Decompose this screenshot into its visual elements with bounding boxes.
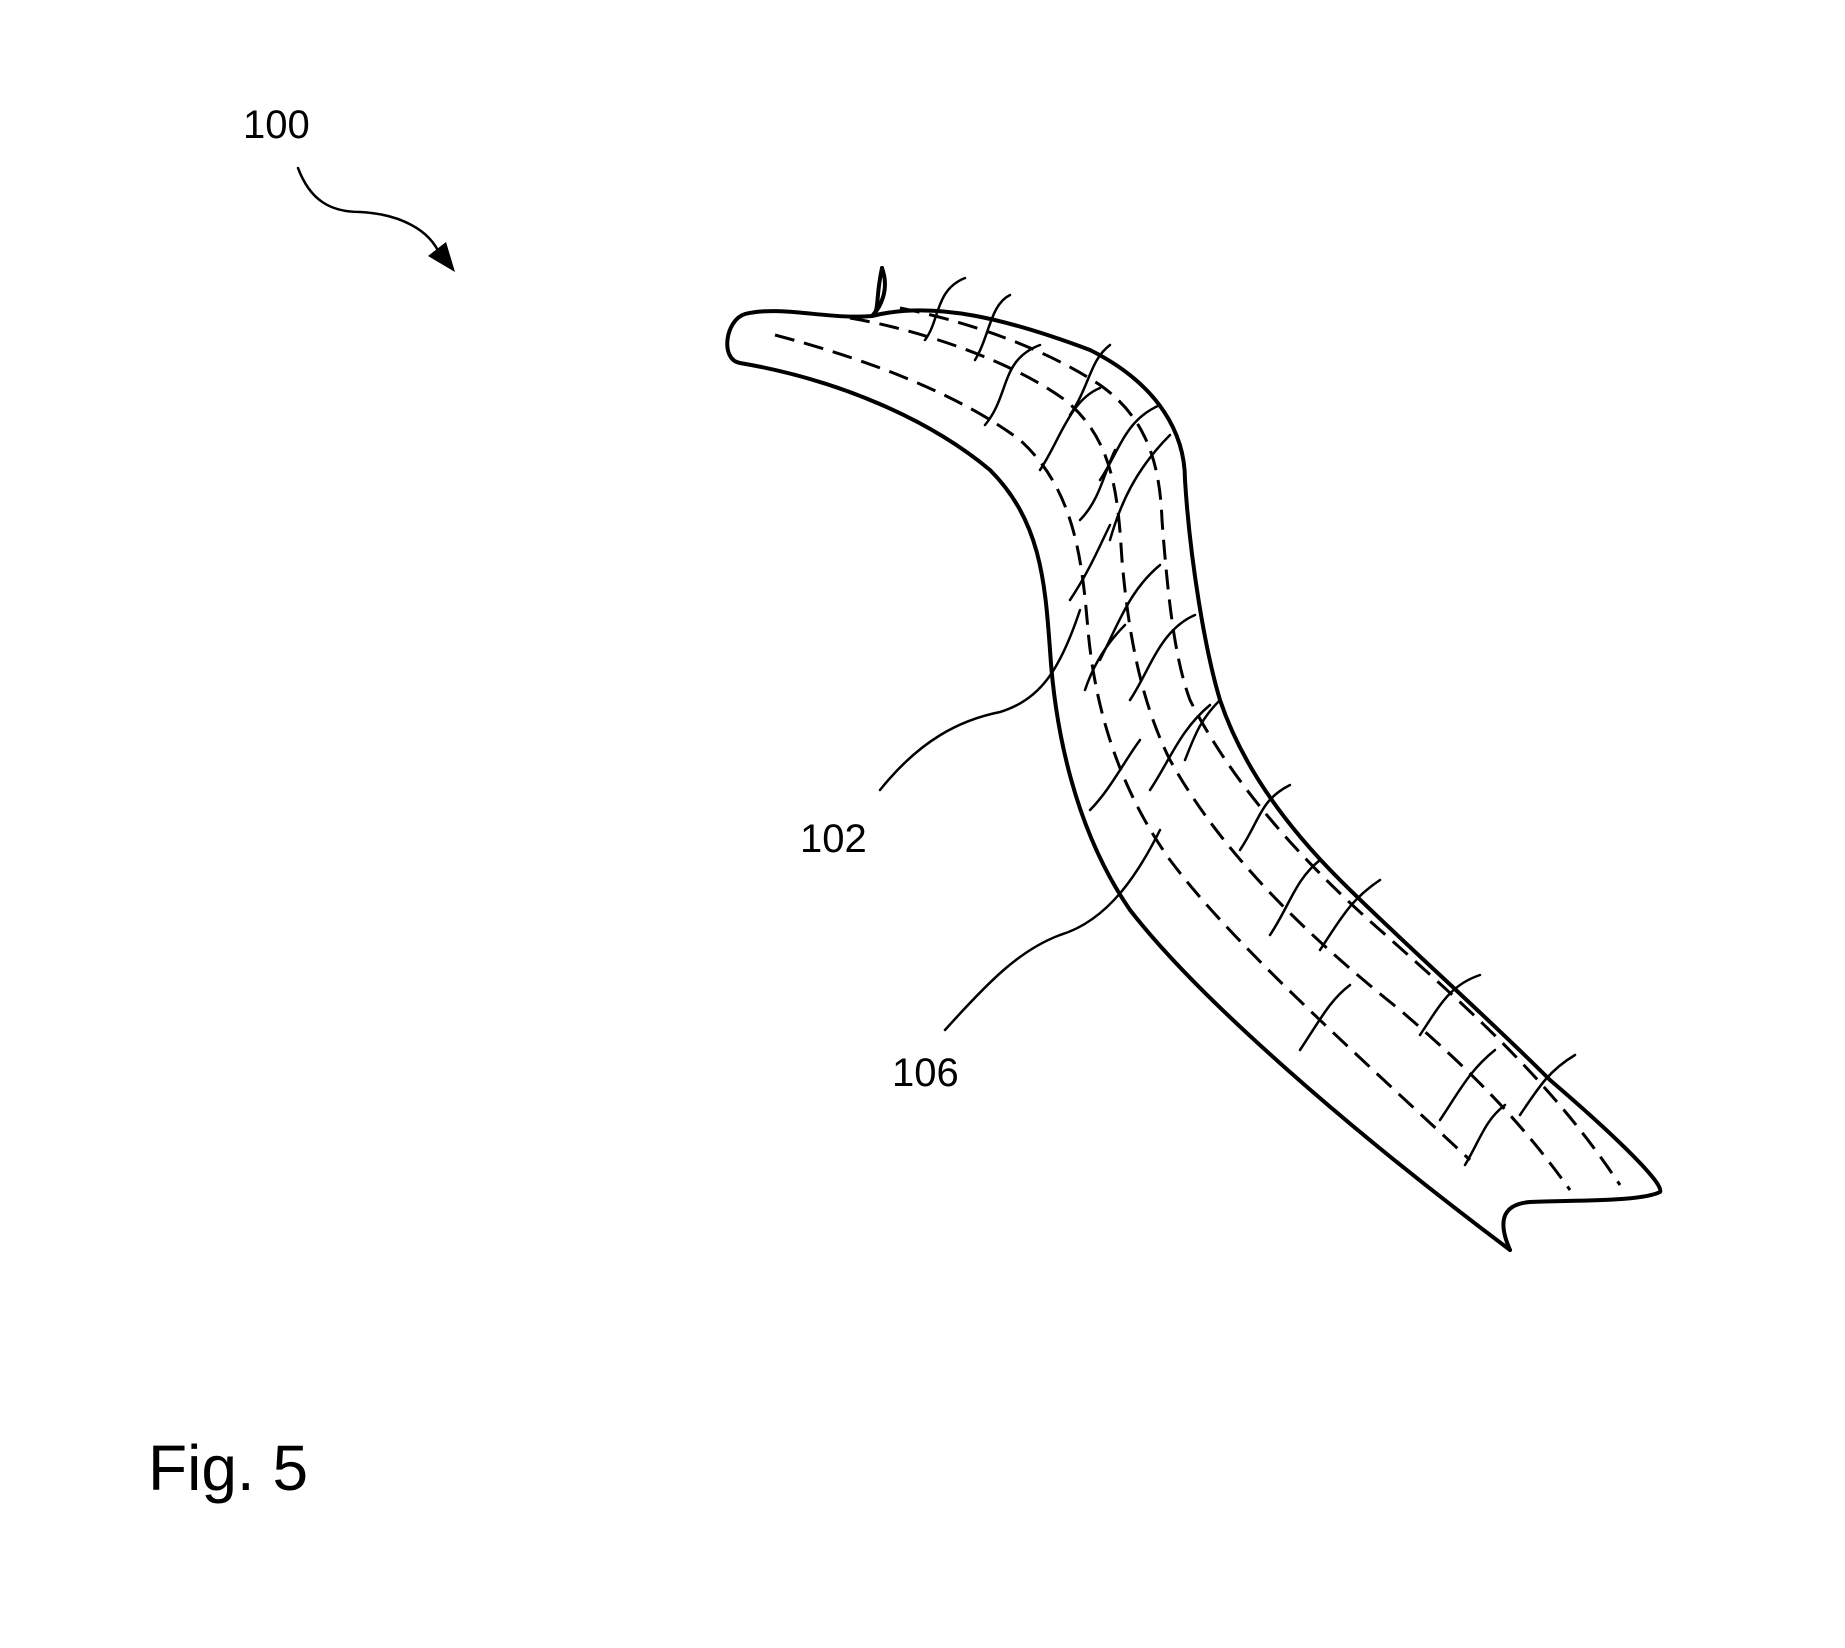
arrowhead-100 [428,242,455,272]
leader-arrow-100 [296,166,442,257]
thread [983,343,1042,427]
dashed-line-inner [774,333,1472,1162]
thread [1298,983,1352,1052]
thread [1068,523,1112,602]
thread [1128,613,1197,702]
thread [1183,698,1222,762]
thread [1148,703,1212,792]
label-102: 102 [800,817,867,861]
thread [1108,433,1172,542]
thread [1318,878,1382,952]
thread [1088,738,1142,812]
label-106: 106 [892,1051,959,1095]
thread [1068,343,1112,417]
dashed-line-middle [849,316,1572,1191]
thread [1083,623,1127,692]
thread [1463,1103,1507,1167]
thread [1418,973,1482,1037]
thread [1038,386,1102,472]
thread [1238,783,1292,852]
leader-106 [943,828,1162,1032]
thread [1078,448,1117,522]
strip-lower-edge [725,266,1512,1252]
thread [1438,1048,1497,1122]
thread [923,276,967,342]
cross-threads [923,276,1577,1167]
label-100: 100 [243,103,310,147]
thread [1268,858,1322,937]
thread [1518,1053,1577,1117]
dashed-line-outer [899,306,1622,1186]
thread [1098,563,1162,662]
strip-upper-edge [870,266,1663,1252]
thread [973,293,1012,362]
implant-strip [725,266,1663,1252]
figure-caption: Fig. 5 [148,1432,308,1504]
leader-102 [878,608,1082,792]
